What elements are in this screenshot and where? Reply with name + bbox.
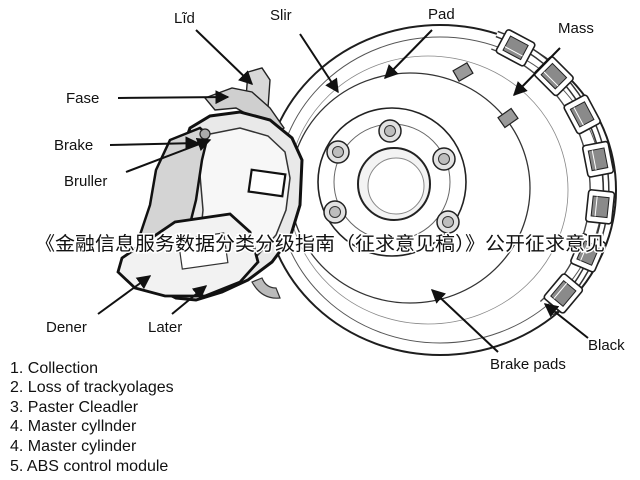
lug-nut	[436, 210, 460, 234]
legend-item: 2. Loss of trackyolages	[10, 379, 174, 396]
fase-arrow	[117, 90, 230, 105]
caliper-bolt	[199, 128, 211, 140]
lug-nut	[326, 140, 350, 164]
legend-item: 3. Paster Cleadler	[10, 399, 139, 416]
lug-nut	[432, 147, 456, 171]
bruller-arrow	[125, 137, 212, 173]
label-black: Black	[588, 337, 625, 354]
pad-clip	[570, 233, 607, 273]
brake-arrow	[109, 136, 200, 151]
pad-clip	[495, 29, 536, 67]
label-dener: Dener	[46, 319, 87, 336]
legend-item: 4. Master cylinder	[10, 438, 137, 455]
caliper-foot	[251, 277, 281, 299]
pad-clip	[585, 189, 616, 225]
legend-list: 1. Collection 2. Loss of trackyolages 3.…	[10, 360, 174, 475]
pad-clip	[581, 140, 615, 178]
lid-arrow	[195, 29, 254, 85]
pad-clip	[563, 94, 601, 135]
label-mass: Mass	[558, 20, 594, 37]
lug-nut	[323, 200, 347, 224]
label-brake: Brake	[54, 137, 93, 154]
brake-pads-arrow	[430, 289, 499, 353]
dener-arrow	[97, 275, 152, 315]
wheel-hub	[317, 107, 467, 257]
lower-plate-window	[177, 232, 229, 270]
label-lid: Lĩd	[174, 10, 195, 27]
mass-arrow	[513, 47, 561, 97]
caliper-window	[247, 168, 287, 198]
lug-nut	[378, 119, 402, 143]
slir-arrow	[299, 33, 339, 94]
label-fase: Fase	[66, 90, 99, 107]
legend-item: 4. Master cyllnder	[10, 418, 137, 435]
legend-item: 1. Collection	[10, 360, 98, 377]
label-bruller: Bruller	[64, 173, 107, 190]
legend-item: 5. ABS control module	[10, 458, 168, 475]
caliper	[116, 67, 304, 302]
label-later: Later	[148, 319, 182, 336]
pad-arrow	[384, 29, 433, 80]
overlay-caption: 《金融信息服务数据分类分级指南（征求意见稿）》公开征求意见	[35, 233, 605, 255]
black-arrow	[543, 303, 589, 339]
clip-tab	[452, 61, 519, 129]
label-brake-pads: Brake pads	[490, 356, 566, 373]
label-slir: Slir	[270, 7, 292, 24]
label-pad: Pad	[428, 6, 455, 23]
later-arrow	[171, 285, 208, 315]
